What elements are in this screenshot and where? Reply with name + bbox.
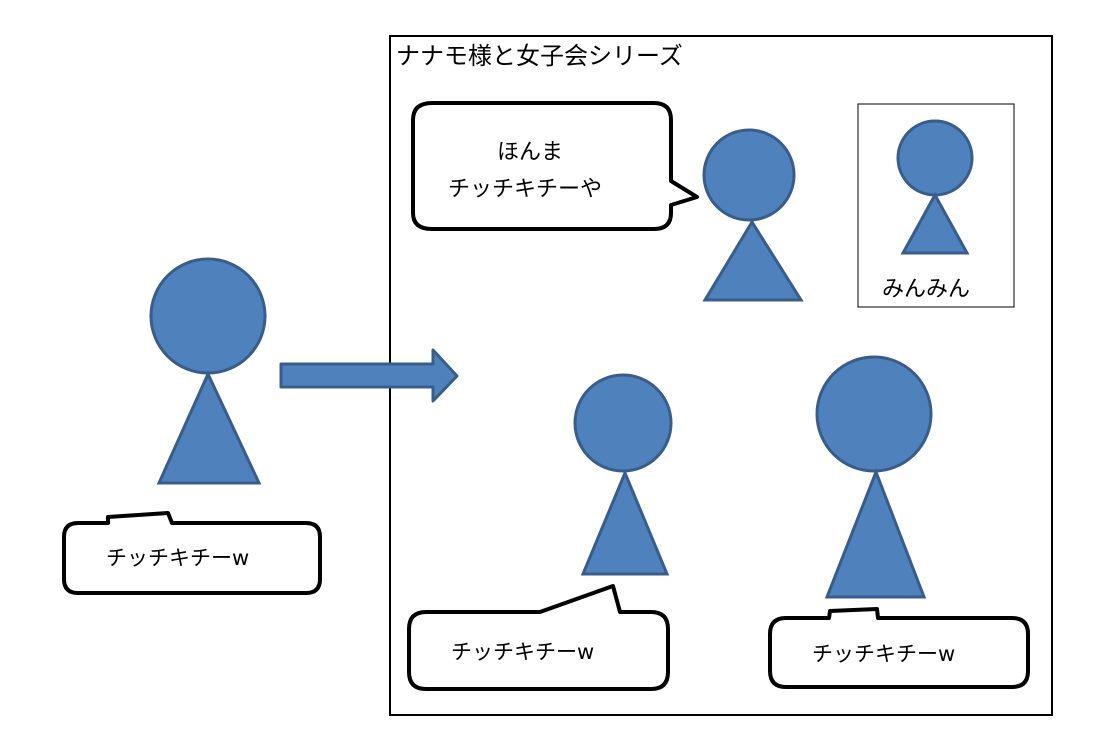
left-person-body [156,370,262,485]
top-person-speech-line1: ほんま [497,140,563,165]
left-person-head [149,257,267,375]
bottom-right-speech-text: チッチキチーw [812,642,955,666]
minmin-body [900,191,970,255]
top-person-figure [702,128,804,302]
left-person-speech-bubble [62,511,322,595]
minmin-head [896,119,974,197]
bottom-middle-speech-text: チッチキチーw [451,640,594,664]
left-person-figure [149,257,267,485]
top-person-head [702,128,796,222]
bottom-right-speech-bubble [768,607,1030,689]
bottom-middle-person-head [573,373,673,473]
bottom-middle-speech-bubble [407,584,670,691]
top-person-speech-bubble [411,101,699,231]
minmin-label: みんみん [882,277,970,302]
bottom-right-person-body [824,467,927,599]
bottom-right-person-head [815,355,933,473]
bottom-middle-person-figure [573,373,673,576]
bottom-middle-person-body [580,469,670,576]
bottom-right-person-figure [815,355,933,599]
left-person-speech-text: チッチキチーw [106,546,249,570]
minmin-box [857,103,1015,308]
series-title: ナナモ様と女子会シリーズ [396,42,683,70]
minmin-figure [896,119,974,255]
right-arrow [279,348,459,403]
top-person-speech-line2: チッチキチーや [448,177,602,202]
top-person-body [702,219,804,302]
